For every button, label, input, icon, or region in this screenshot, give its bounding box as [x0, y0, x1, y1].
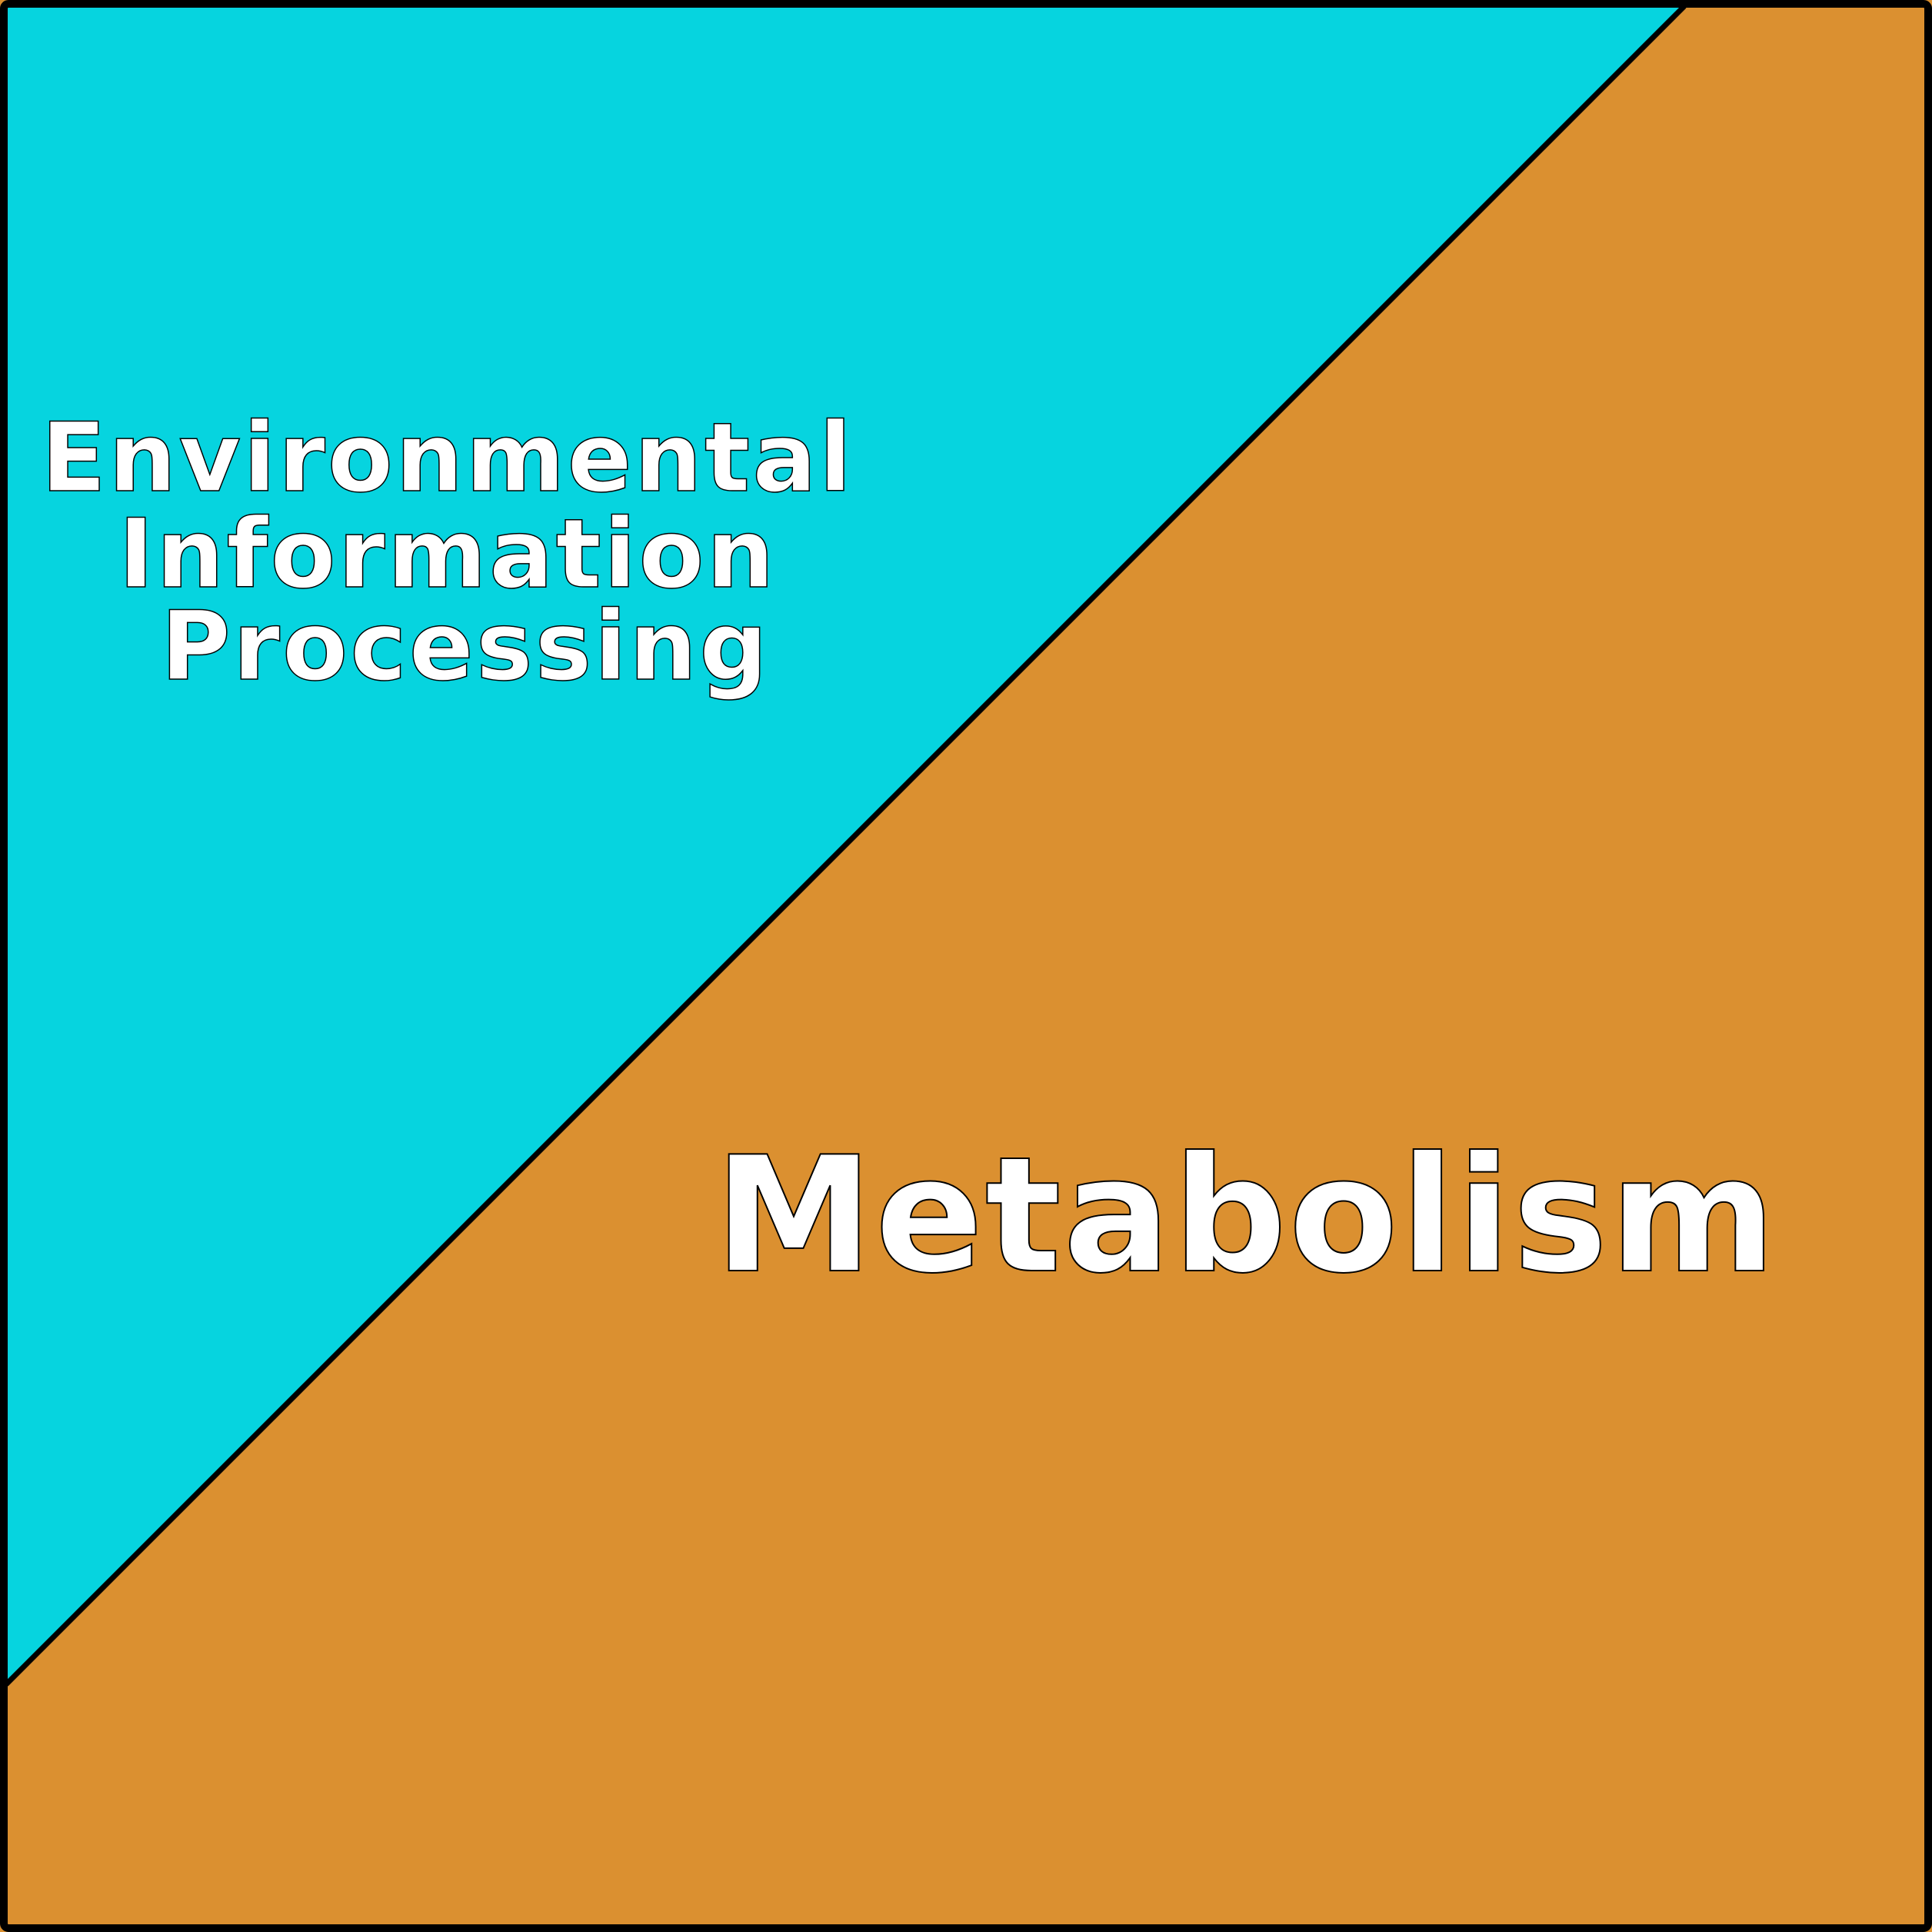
environmental-label-line-3: Processing — [161, 591, 770, 702]
environmental-label-line-2: Information — [118, 499, 777, 610]
metabolism-label-line-1: Metabolism — [715, 1123, 1778, 1309]
metabolism-label: Metabolism — [715, 1123, 1778, 1309]
environmental-label-line-1: Environmental — [41, 403, 854, 514]
environmental-label: Environmental Information Processing — [41, 403, 889, 702]
diagonal-divider — [4, 4, 1687, 1687]
